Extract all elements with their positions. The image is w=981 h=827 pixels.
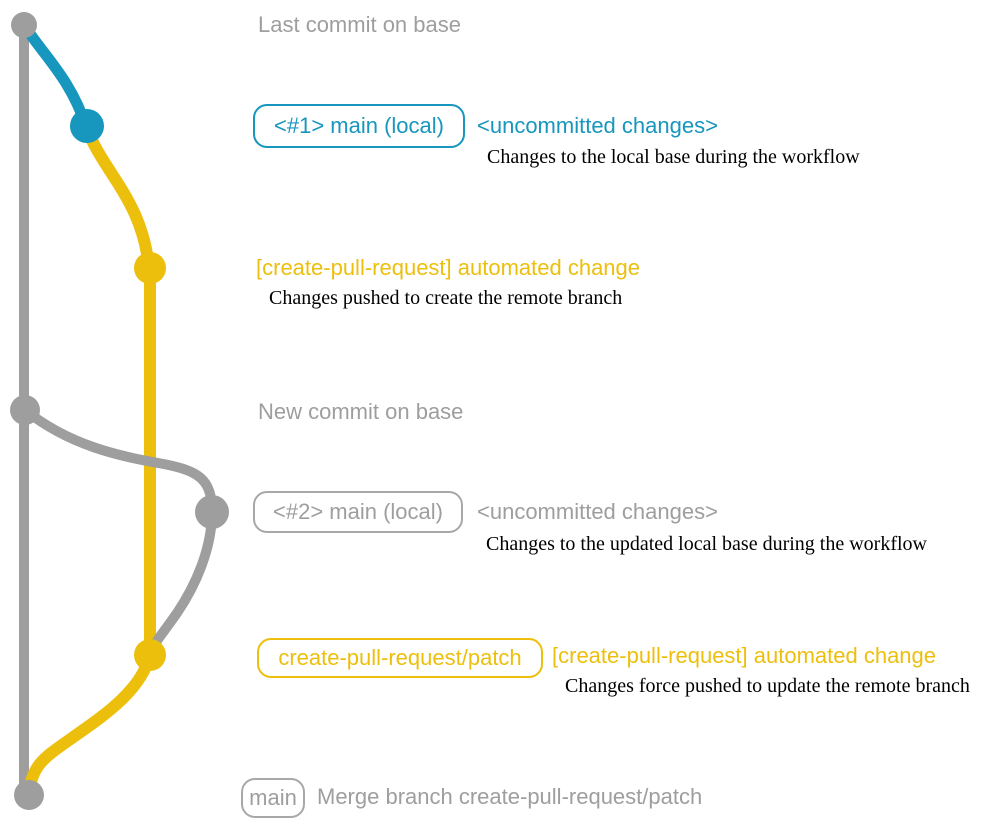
base-update-curve bbox=[21, 406, 217, 513]
branch-label-main: main bbox=[241, 778, 305, 818]
commit-message-merge: Merge branch create-pull-request/patch bbox=[317, 784, 703, 809]
commit-dot-patch bbox=[134, 639, 166, 671]
commit-description-patch: Changes force pushed to update the remot… bbox=[565, 675, 970, 697]
patch-merge-curve bbox=[23, 653, 156, 796]
commit-description-local-main-2: Changes to the updated local base during… bbox=[486, 533, 927, 555]
patch-branch-curve bbox=[80, 123, 155, 269]
commit-dot-new-base bbox=[10, 395, 40, 425]
commit-message-local-main-1: <uncommitted changes> bbox=[477, 113, 718, 138]
commit-message-local-main-2: <uncommitted changes> bbox=[477, 499, 718, 524]
commit-message-automated-change-1: [create-pull-request] automated change bbox=[256, 255, 641, 280]
local-main-1-curve bbox=[19, 22, 92, 128]
commit-message-patch: [create-pull-request] automated change bbox=[552, 643, 937, 668]
commit-description-automated-change-1: Changes pushed to create the remote bran… bbox=[269, 287, 623, 309]
branch-label-patch: create-pull-request/patch bbox=[257, 638, 543, 678]
force-push-curve bbox=[146, 511, 217, 653]
commit-dot-merge bbox=[14, 780, 44, 810]
commit-dot-automated-change-1 bbox=[134, 252, 166, 284]
commit-dot-local-main-2 bbox=[195, 495, 229, 529]
commit-message-last-base: Last commit on base bbox=[258, 12, 461, 37]
commit-description-local-main-1: Changes to the local base during the wor… bbox=[487, 146, 860, 168]
commit-message-new-base: New commit on base bbox=[258, 399, 464, 424]
commit-dot-local-main-1 bbox=[70, 109, 104, 143]
branch-label-local-main-1: <#1> main (local) bbox=[253, 104, 465, 148]
commit-dot-last-base bbox=[11, 12, 37, 38]
branch-label-local-main-2: <#2> main (local) bbox=[253, 491, 463, 533]
